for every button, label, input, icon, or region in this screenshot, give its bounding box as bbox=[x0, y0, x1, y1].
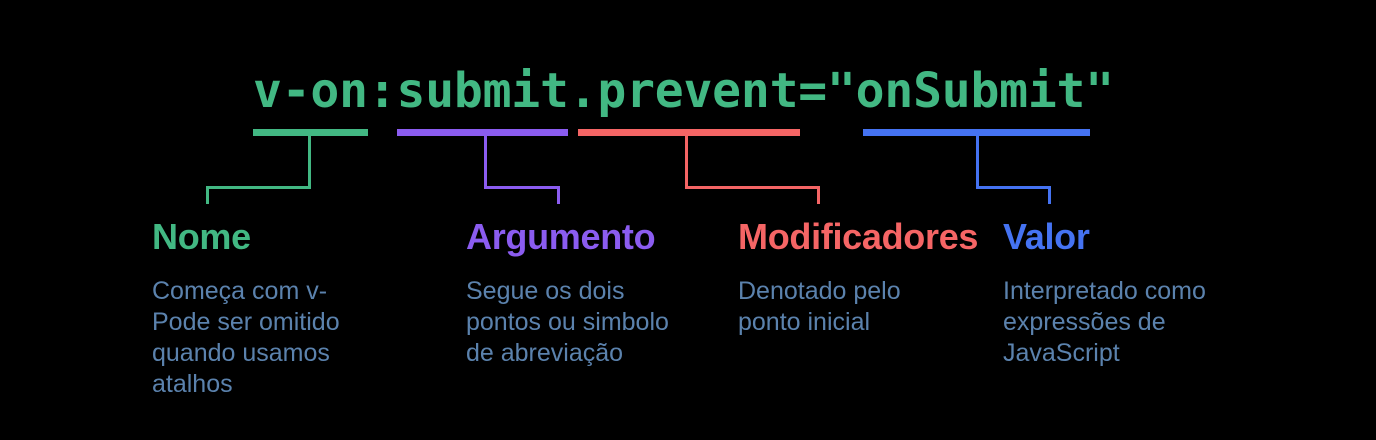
description-line: pontos ou simbolo bbox=[466, 308, 669, 336]
connector-modificadores-pointer bbox=[817, 186, 820, 204]
underline-argumento bbox=[397, 129, 568, 136]
connector-nome-horizontal bbox=[206, 186, 311, 189]
connector-modificadores-horizontal bbox=[685, 186, 820, 189]
description-line: Denotado pelo bbox=[738, 277, 901, 305]
connector-argumento-pointer bbox=[557, 186, 560, 204]
connector-valor-pointer bbox=[1048, 186, 1051, 204]
connector-nome-pointer bbox=[206, 186, 209, 204]
directive-code-text: v-on:submit.prevent="onSubmit" bbox=[253, 63, 1114, 119]
description-line: ponto inicial bbox=[738, 308, 871, 336]
description-nome: Começa com v- Pode ser omitido quando us… bbox=[152, 276, 340, 400]
description-line: quando usamos bbox=[152, 339, 330, 367]
description-line: Interpretado como bbox=[1003, 277, 1206, 305]
description-valor: Interpretado como expressões de JavaScri… bbox=[1003, 276, 1206, 369]
connector-argumento-vertical bbox=[484, 136, 487, 189]
description-line: atalhos bbox=[152, 370, 233, 398]
connector-argumento-horizontal bbox=[484, 186, 560, 189]
label-argumento: Argumento bbox=[466, 216, 656, 257]
description-line: de abreviação bbox=[466, 339, 624, 367]
label-modificadores: Modificadores bbox=[738, 216, 979, 257]
description-line: Pode ser omitido bbox=[152, 308, 340, 336]
description-line: Segue os dois bbox=[466, 277, 625, 305]
connector-valor-horizontal bbox=[976, 186, 1051, 189]
description-modificadores: Denotado pelo ponto inicial bbox=[738, 276, 901, 338]
underline-modificadores bbox=[578, 129, 800, 136]
description-argumento: Segue os dois pontos ou simbolo de abrev… bbox=[466, 276, 669, 369]
label-valor: Valor bbox=[1003, 216, 1090, 257]
description-line: expressões de bbox=[1003, 308, 1166, 336]
underline-valor bbox=[863, 129, 1090, 136]
connector-nome-vertical bbox=[308, 136, 311, 189]
description-line: JavaScript bbox=[1003, 339, 1120, 367]
label-nome: Nome bbox=[152, 216, 251, 257]
connector-valor-vertical bbox=[976, 136, 979, 189]
underline-nome bbox=[253, 129, 368, 136]
description-line: Começa com v- bbox=[152, 277, 328, 305]
connector-modificadores-vertical bbox=[685, 136, 688, 189]
